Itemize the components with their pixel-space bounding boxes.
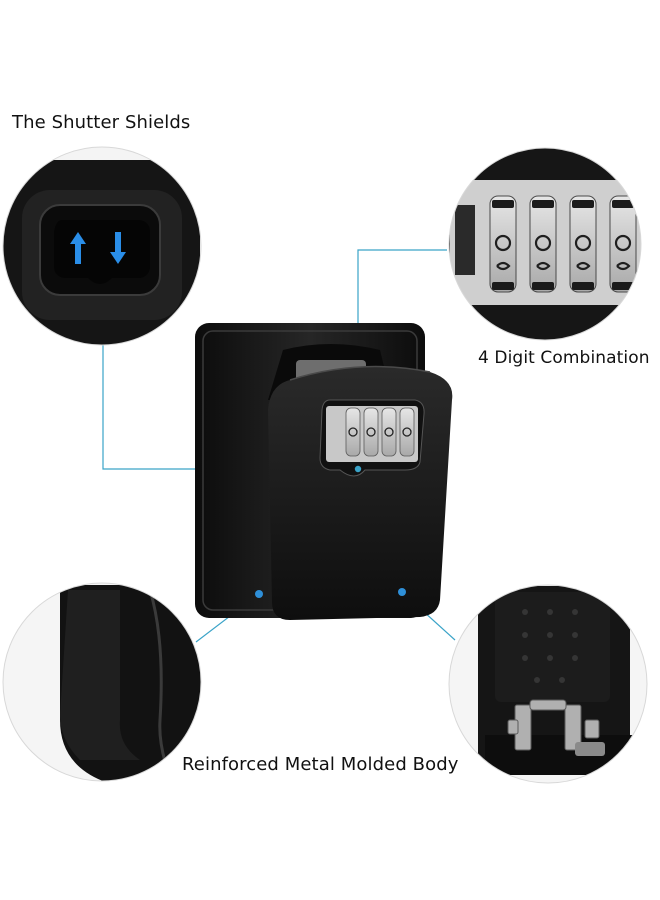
interior-detail-circle <box>448 584 648 784</box>
body-detail-circle <box>2 582 202 782</box>
up-arrow-icon <box>70 232 86 264</box>
combination-detail-circle <box>448 147 642 341</box>
key-lock-box <box>195 323 453 620</box>
shutter-shields-label: The Shutter Shields <box>12 112 191 133</box>
combination-label: 4 Digit Combination <box>478 348 650 368</box>
shutter-detail-circle <box>2 146 202 346</box>
metal-body-label: Reinforced Metal Molded Body <box>182 754 459 775</box>
down-arrow-icon <box>110 232 126 264</box>
